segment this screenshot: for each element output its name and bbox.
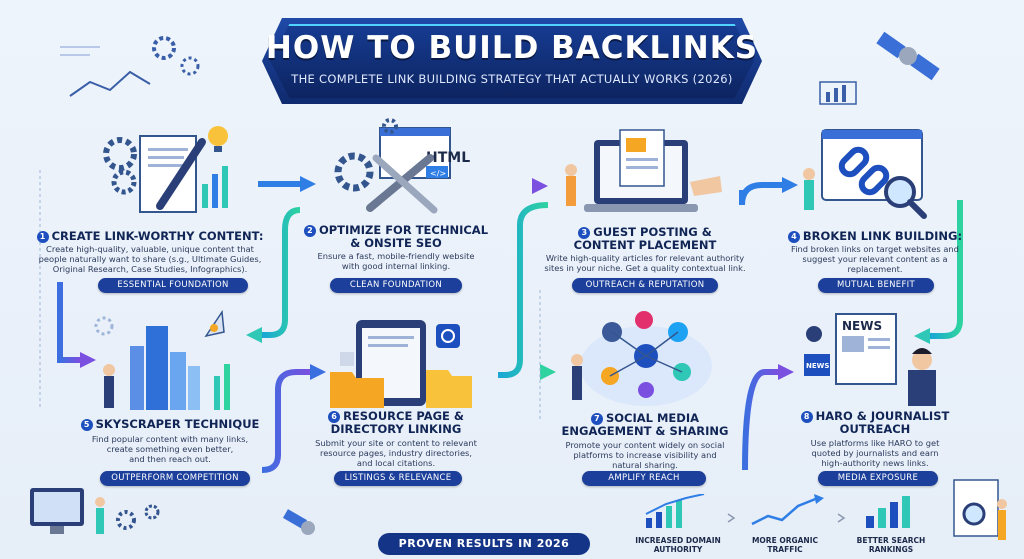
footer-right-decoration: [953, 479, 1007, 540]
journalist-outreach-illustration: NEWS NEWS: [804, 313, 936, 406]
step-3-description: Write high-quality articles for relevant…: [544, 253, 746, 273]
satellite-icon: [819, 31, 940, 105]
step-7-badge: AMPLIFY REACH: [582, 471, 706, 486]
step-8-number: 8: [800, 411, 813, 423]
step-1-description: Create high-quality, valuable, unique co…: [38, 244, 262, 274]
footer-left-decoration: [30, 488, 315, 535]
traffic-chart-icon: [751, 494, 824, 526]
news-label: NEWS: [842, 319, 882, 333]
page-title: HOW TO BUILD BACKLINKS: [265, 30, 759, 66]
resource-directory-illustration: [330, 320, 472, 408]
step-4-description: Find broken links on target websites and…: [791, 244, 959, 274]
header-left-decoration: [60, 36, 200, 97]
step-1-badge: ESSENTIAL FOUNDATION: [98, 278, 248, 293]
code-tag-label: </>: [430, 169, 446, 178]
news-mic-label: NEWS: [806, 362, 829, 370]
title-banner: [262, 18, 762, 104]
step-7-number: 7: [590, 413, 603, 425]
rankings-chart-icon: [866, 496, 910, 528]
step-4-number: 4: [787, 231, 800, 243]
guest-posting-illustration: [565, 129, 722, 212]
step-6-badge: LISTINGS & RELEVANCE: [334, 471, 462, 486]
step-5-description: Find popular content with many links,cre…: [91, 434, 249, 464]
step-5-badge: OUTPERFORM COMPETITION: [100, 471, 250, 486]
step-2-number: 2: [303, 225, 316, 237]
authority-chart-icon: [645, 494, 705, 528]
social-media-illustration: [571, 311, 712, 406]
chevron-right-icon: [837, 513, 846, 523]
technical-seo-illustration: HTML </>: [334, 118, 470, 214]
step-3-badge: OUTREACH & REPUTATION: [572, 278, 718, 293]
step-4-badge: MUTUAL BENEFIT: [818, 278, 934, 293]
step-2-badge: CLEAN FOUNDATION: [330, 278, 462, 293]
skyscraper-illustration: [94, 309, 230, 410]
step-8-badge: MEDIA EXPOSURE: [818, 471, 938, 486]
broken-link-illustration: [803, 129, 927, 219]
page-subtitle: THE COMPLETE LINK BUILDING STRATEGY THAT…: [291, 72, 733, 86]
content-creation-illustration: [103, 126, 228, 213]
chevron-right-icon: [727, 513, 736, 523]
html-label: HTML: [426, 150, 470, 166]
step-1-number: 1: [36, 231, 49, 243]
footer-results-label: PROVEN RESULTS IN 2026: [378, 533, 590, 555]
step-6-number: 6: [328, 411, 341, 423]
step-5-number: 5: [80, 419, 93, 431]
step-3-number: 3: [578, 227, 591, 239]
